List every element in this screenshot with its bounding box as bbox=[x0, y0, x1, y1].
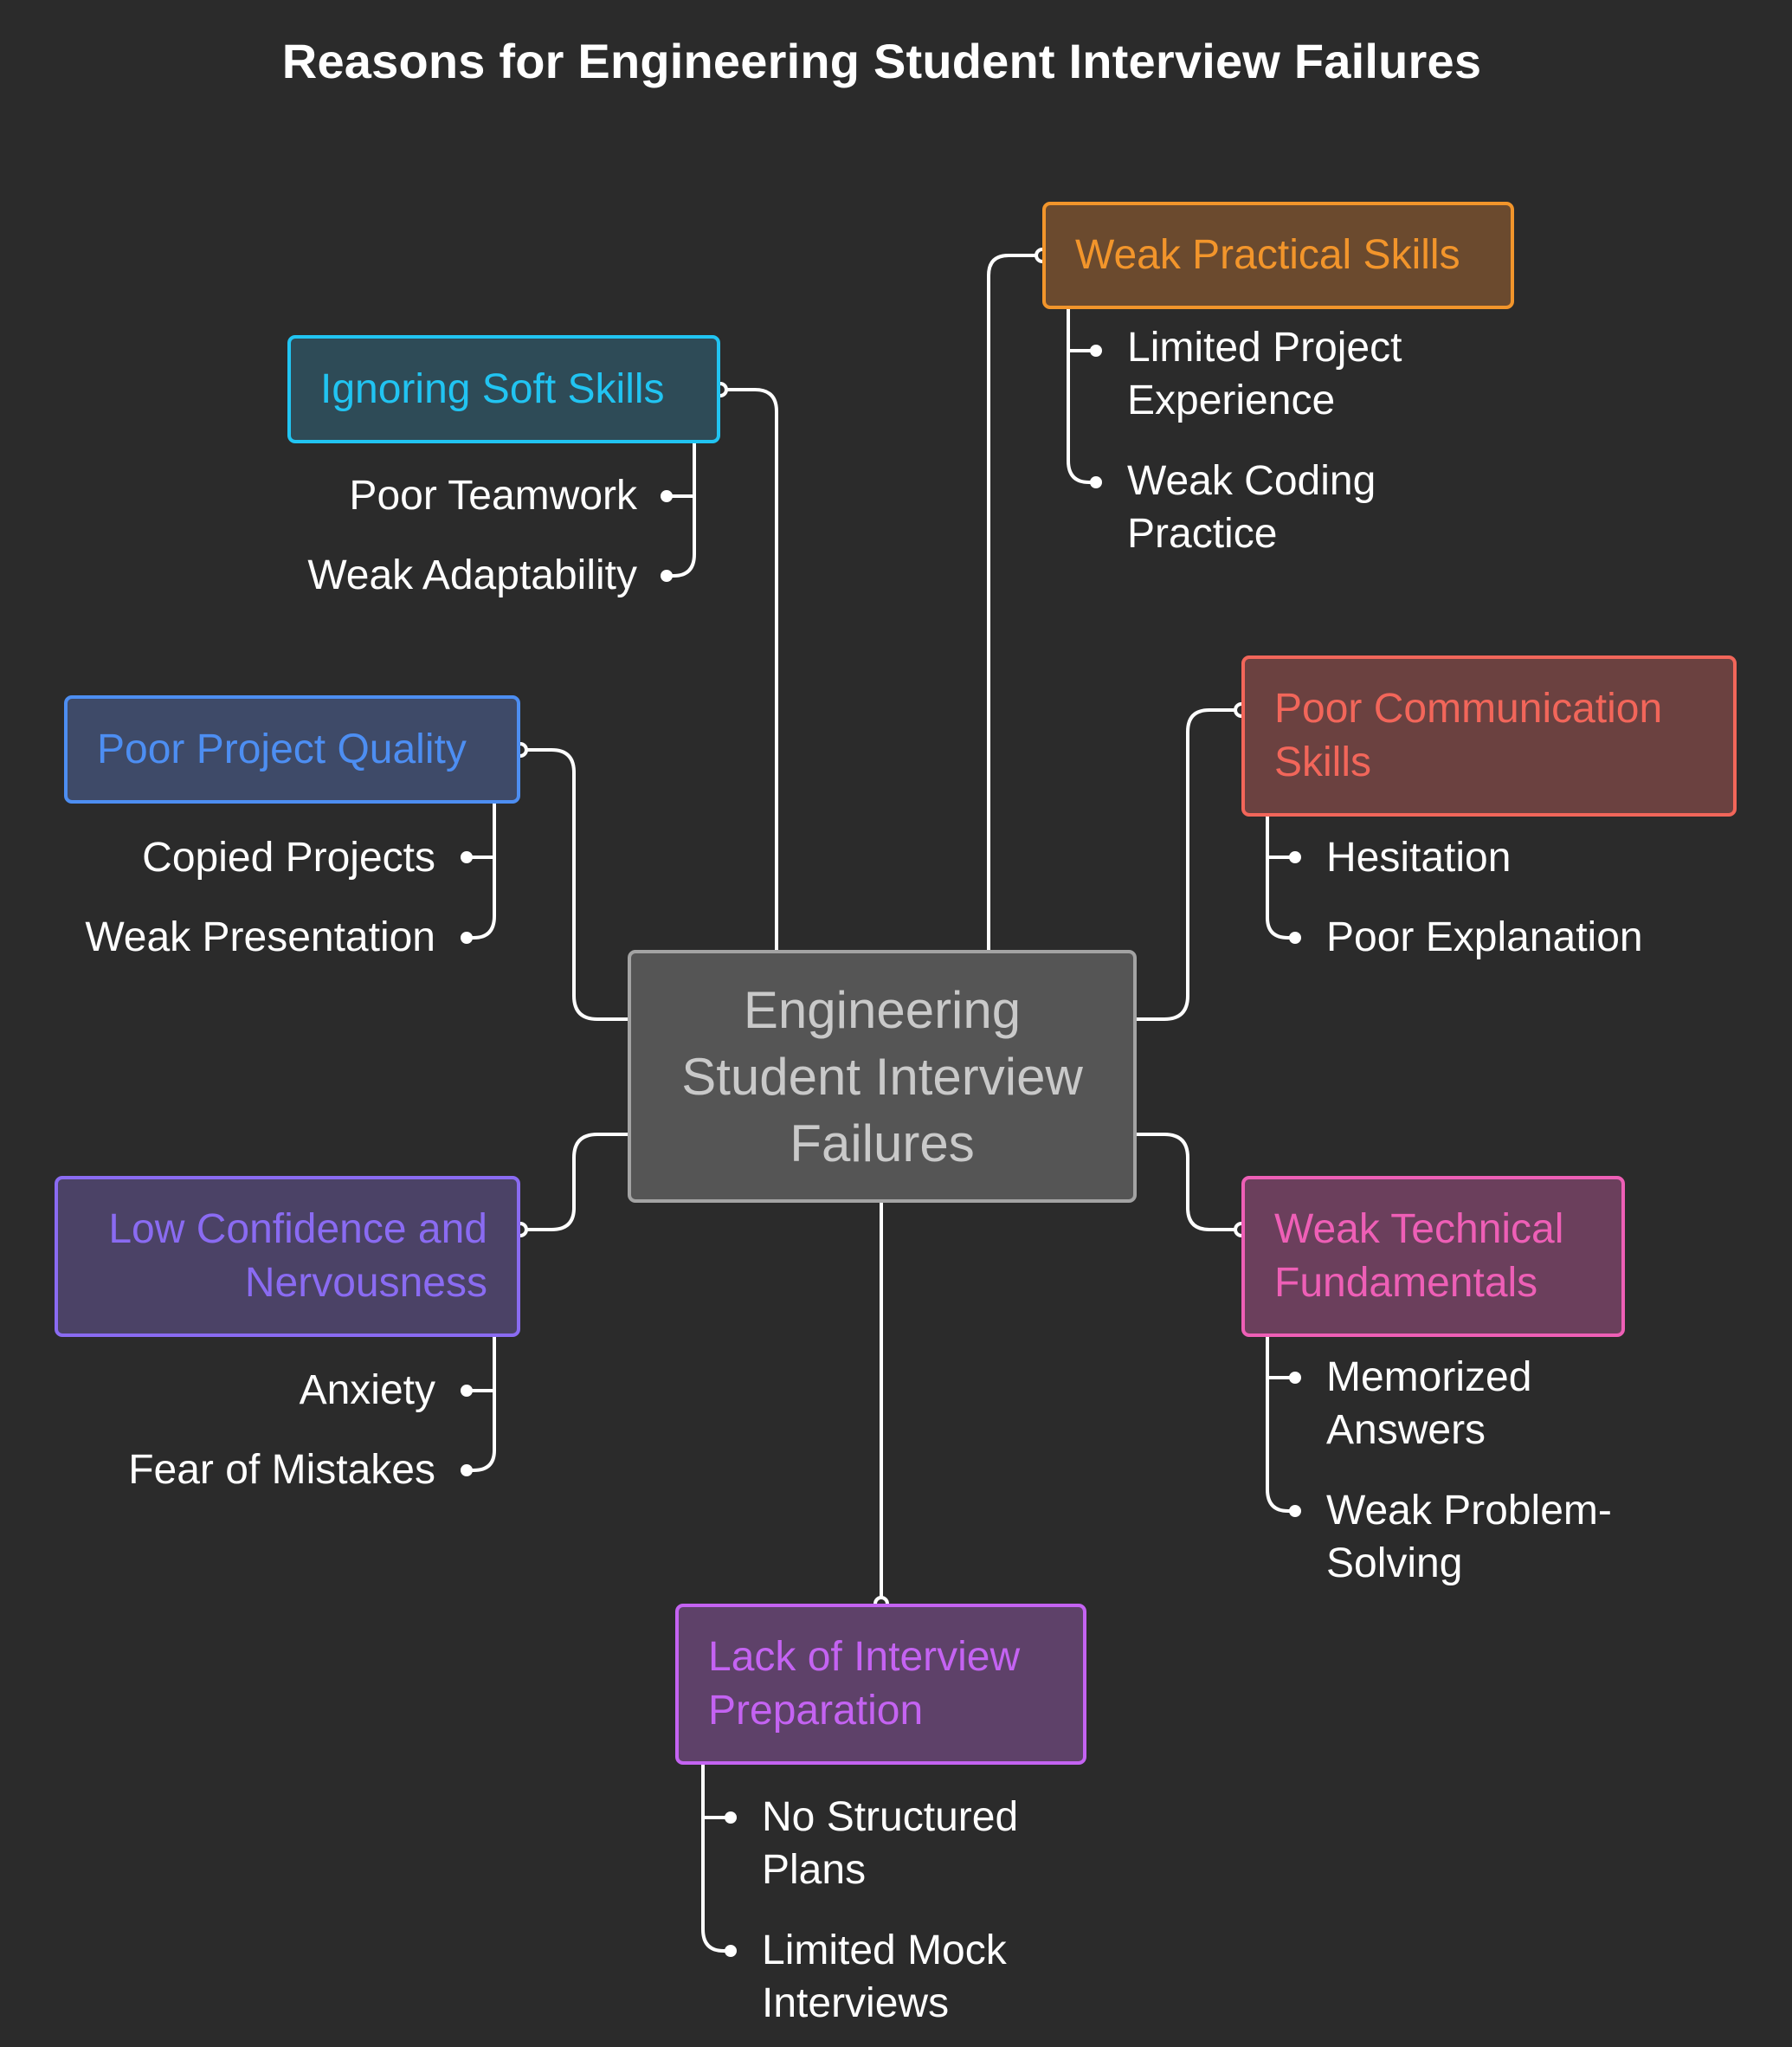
node-label: Low Confidence and Nervousness bbox=[108, 1206, 487, 1306]
connector-dot bbox=[1289, 851, 1301, 863]
connector-dot bbox=[725, 1811, 737, 1824]
child-poor-explanation: Poor Explanation bbox=[1326, 914, 1643, 960]
child-poor-teamwork: Poor Teamwork bbox=[349, 473, 637, 519]
connector-dot bbox=[1289, 932, 1301, 944]
node-weak-technical-fundamentals: Weak Technical Fundamentals bbox=[1241, 1176, 1625, 1337]
child-weak-presentation: Weak Presentation bbox=[85, 914, 435, 960]
connector-child bbox=[1266, 815, 1297, 940]
connector-child bbox=[1266, 1335, 1297, 1513]
node-label: Weak Practical Skills bbox=[1075, 232, 1460, 278]
node-lack-of-interview-preparation: Lack of Interview Preparation bbox=[675, 1604, 1086, 1765]
child-limited-project-experience: Limited Project Experience bbox=[1127, 325, 1402, 423]
connector-child bbox=[701, 1763, 732, 1953]
node-poor-project-quality: Poor Project Quality bbox=[64, 695, 520, 804]
connector-dot bbox=[1289, 1505, 1301, 1517]
connector-weak-practical-skills bbox=[987, 254, 1044, 952]
connector-dot bbox=[461, 932, 473, 944]
connector-child bbox=[465, 1335, 496, 1472]
child-copied-projects: Copied Projects bbox=[142, 835, 435, 881]
connector-poor-project-quality bbox=[519, 748, 629, 1021]
connector-dot bbox=[461, 851, 473, 863]
child-limited-mock-interviews: Limited Mock Interviews bbox=[762, 1928, 1007, 2026]
connector-low-confidence-and-nervousness bbox=[519, 1133, 629, 1231]
connector-poor-communication-skills bbox=[1135, 708, 1243, 1021]
child-anxiety: Anxiety bbox=[299, 1367, 435, 1413]
center-node: Engineering Student Interview Failures bbox=[628, 950, 1137, 1203]
connector-weak-technical-fundamentals bbox=[1135, 1133, 1243, 1231]
node-weak-practical-skills: Weak Practical Skills bbox=[1042, 202, 1514, 309]
connector-child bbox=[465, 802, 496, 940]
connector-child bbox=[665, 442, 696, 578]
connector-dot bbox=[1090, 345, 1102, 357]
node-poor-communication-skills: Poor Communication Skills bbox=[1241, 655, 1737, 817]
child-fear-of-mistakes: Fear of Mistakes bbox=[128, 1447, 435, 1493]
center-node-label: Engineering Student Interview Failures bbox=[681, 980, 1083, 1172]
connector-dot bbox=[661, 490, 673, 502]
node-low-confidence-and-nervousness: Low Confidence and Nervousness bbox=[55, 1176, 520, 1337]
connector-dot bbox=[461, 1385, 473, 1397]
node-label: Lack of Interview Preparation bbox=[708, 1634, 1021, 1734]
child-memorized-answers: Memorized Answers bbox=[1326, 1354, 1532, 1453]
child-weak-adaptability: Weak Adaptability bbox=[307, 552, 637, 598]
child-hesitation: Hesitation bbox=[1326, 835, 1512, 881]
node-label: Poor Project Quality bbox=[97, 726, 467, 772]
connector-child bbox=[1067, 307, 1098, 484]
node-label: Ignoring Soft Skills bbox=[320, 365, 665, 412]
connector-dot bbox=[725, 1945, 737, 1957]
child-weak-coding-practice: Weak Coding Practice bbox=[1127, 458, 1376, 557]
node-label: Weak Technical Fundamentals bbox=[1274, 1206, 1564, 1306]
diagram-title: Reasons for Engineering Student Intervie… bbox=[281, 34, 1482, 88]
child-weak-problem-solving: Weak Problem-Solving bbox=[1326, 1488, 1612, 1586]
child-no-structured-plans: No Structured Plans bbox=[762, 1794, 1019, 1893]
connector-dot bbox=[1289, 1372, 1301, 1384]
node-ignoring-soft-skills: Ignoring Soft Skills bbox=[287, 335, 720, 443]
connector-dot bbox=[461, 1464, 473, 1476]
connector-dot bbox=[661, 570, 673, 582]
node-label: Poor Communication Skills bbox=[1274, 686, 1663, 785]
connector-ignoring-soft-skills bbox=[719, 388, 778, 952]
connector-dot bbox=[1090, 476, 1102, 488]
